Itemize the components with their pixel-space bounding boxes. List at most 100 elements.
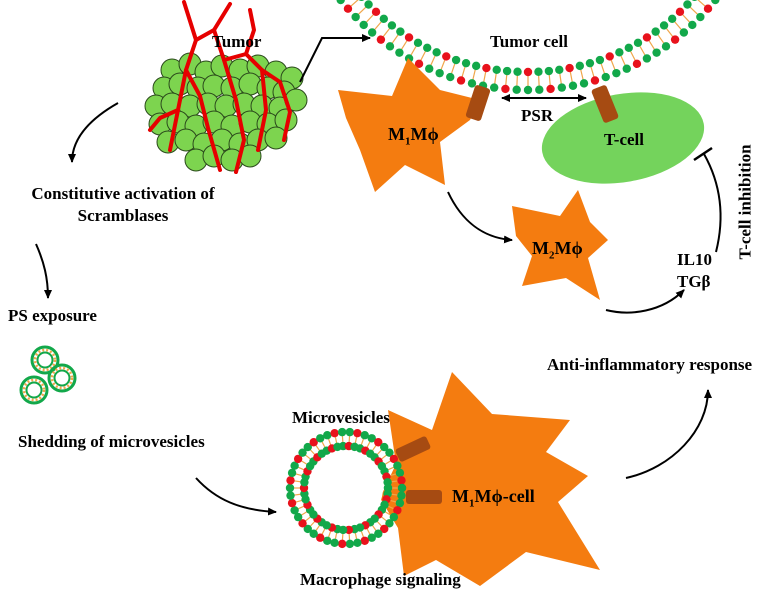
label-constitutive-activation: Constitutive activation of [31, 184, 215, 203]
lipid-head [397, 483, 407, 493]
lipid-head [679, 28, 689, 37]
lipid-tail [590, 66, 595, 77]
lipid-head [343, 4, 353, 13]
microvesicle-receptor-top [395, 436, 431, 462]
lipid-head [557, 83, 567, 92]
lipid-head [585, 58, 595, 68]
lipid-tail [360, 438, 364, 445]
lipid-tail [315, 445, 320, 451]
small-microvesicle [19, 375, 49, 405]
lipid-tail [639, 46, 646, 56]
lipid-head [523, 67, 533, 77]
blood-vessel [184, 68, 222, 172]
lipid-tail [374, 21, 382, 30]
lipid-head [298, 448, 307, 457]
lipid-tail [298, 466, 305, 471]
lipid-head [285, 483, 295, 493]
lipid-head [435, 68, 444, 78]
lipid-head [523, 85, 533, 95]
lipid-head [359, 20, 368, 30]
psr-receptor-right [591, 85, 619, 123]
lipid-tail [697, 0, 706, 7]
lipid-tail [360, 531, 364, 538]
lipid-head [555, 65, 564, 74]
lipid-tail [430, 55, 436, 66]
lipid-head [461, 58, 471, 68]
lipid-tail [354, 436, 358, 444]
lipid-head [316, 533, 325, 542]
lipid-head [414, 59, 424, 69]
lipid-head [286, 491, 295, 500]
lipid-tail [600, 63, 606, 74]
label-t-cell-inhibition: T-cell inhibition [735, 144, 755, 260]
lipid-tail [334, 436, 338, 444]
lipid-head [425, 64, 434, 73]
tumor-mass-icon [144, 0, 308, 174]
lipid-head [393, 506, 402, 515]
lipid-head [397, 476, 406, 485]
lipid-head [287, 498, 297, 508]
label-tumor: Tumor [212, 32, 262, 51]
lipid-head [336, 0, 345, 5]
lipid-head [309, 438, 318, 447]
lipid-head [492, 65, 501, 74]
lipid-head [612, 68, 621, 78]
lipid-tail [366, 441, 371, 448]
lipid-tail [420, 51, 426, 61]
lipid-head [290, 461, 299, 470]
lipid-head [404, 33, 414, 42]
lipid-tail [559, 73, 562, 84]
lipid-head [442, 52, 451, 61]
lipid-tail [666, 28, 674, 37]
lipid-head [309, 529, 318, 538]
lipid-head [303, 442, 312, 452]
lipid-head [590, 76, 600, 85]
lipid-head [688, 20, 697, 30]
lipid-tail [391, 34, 399, 44]
m2-macrophage-shape [512, 190, 608, 300]
lipid-head [675, 7, 685, 17]
arrow-m1cell-to-anti-inflammatory [625, 389, 712, 479]
lipid-head [633, 38, 643, 48]
lipid-head [696, 12, 705, 22]
inhibition-bar [693, 146, 713, 162]
lipid-head [624, 43, 633, 53]
blood-vessel [260, 68, 292, 142]
lipid-head [353, 428, 362, 438]
lipid-head [286, 476, 295, 485]
lipid-tail [358, 6, 367, 15]
lipid-head [683, 0, 692, 9]
lipid-tail [372, 525, 377, 531]
lipid-head [287, 468, 297, 478]
lipid-head [367, 434, 376, 443]
lipid-head [298, 519, 307, 528]
lipid-tail [334, 532, 338, 540]
lipid-head [290, 506, 299, 515]
label-ps-exposure: PS exposure [8, 306, 97, 325]
lipid-tail [505, 74, 508, 86]
lipid-head [395, 48, 404, 57]
lipid-tail [294, 493, 301, 496]
lipid-head [367, 533, 376, 542]
lipid-head [397, 491, 406, 500]
label-microvesicles: Microvesicles [292, 408, 390, 427]
lipid-tail [301, 460, 308, 465]
label-il10: IL10 [677, 250, 712, 269]
arrow-m2-to-il10 [605, 289, 685, 314]
lipid-tail [301, 511, 308, 516]
lipid-head [575, 61, 585, 71]
label-m2-macrophage: M2Mϕ [532, 238, 583, 262]
lipid-head [544, 66, 554, 76]
lipid-tail [295, 473, 302, 477]
label-t-cell: T-cell [604, 130, 644, 149]
lipid-head [432, 48, 441, 57]
lipid-head [423, 43, 432, 53]
lipid-head [389, 454, 399, 464]
lipid-head [534, 67, 543, 76]
lipid-tail [372, 445, 377, 451]
t-cell-shape [541, 92, 705, 184]
label-scramblases: Scramblases [77, 206, 169, 225]
label-tumor-cell: Tumor cell [490, 32, 568, 51]
lipid-tail [381, 454, 387, 460]
